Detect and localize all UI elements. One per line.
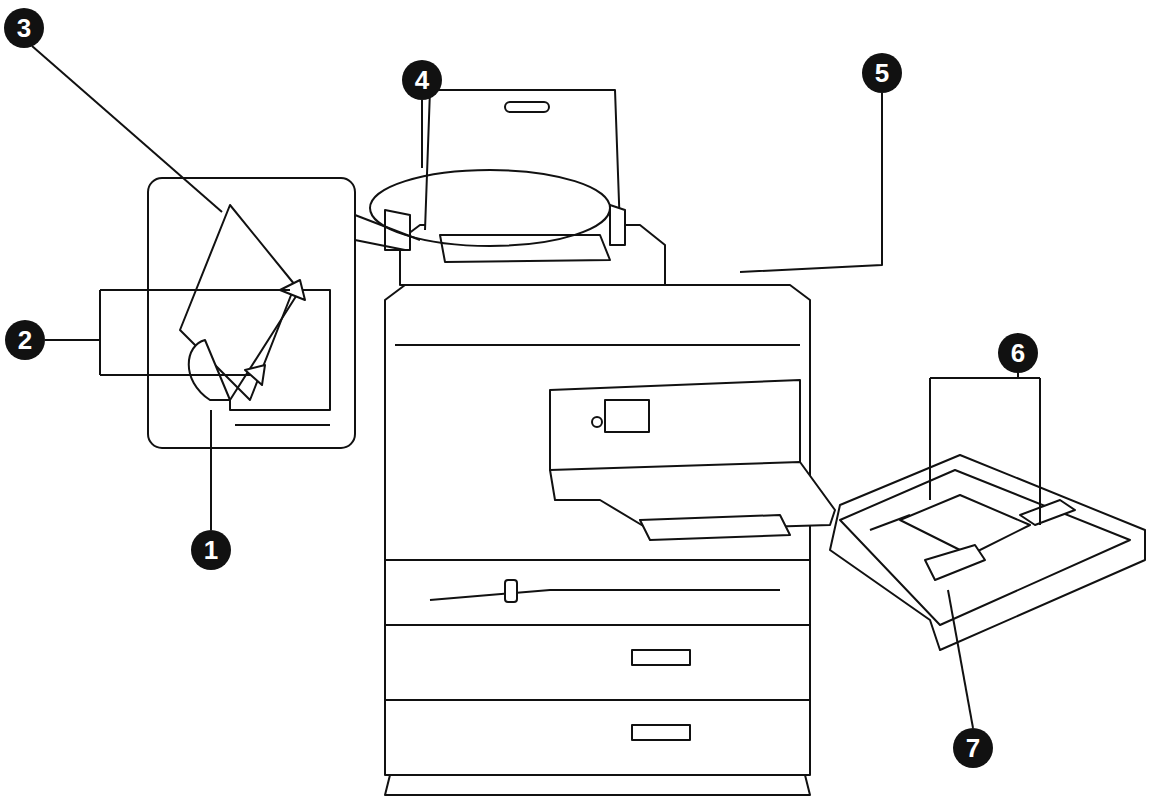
callout-number: 7 <box>953 728 993 768</box>
callout-number: 6 <box>998 333 1038 373</box>
cassette-unit <box>385 625 810 700</box>
cassette-unit <box>385 560 810 625</box>
printer-body <box>385 285 810 560</box>
paper-support <box>425 90 620 230</box>
paper-support <box>180 205 295 400</box>
paper-cassette <box>830 455 1145 650</box>
cassette-unit <box>385 700 810 775</box>
callout-number: 2 <box>5 320 45 360</box>
leader-lines <box>32 46 1040 728</box>
inset-frame <box>148 178 355 448</box>
callout-number: 1 <box>191 530 231 570</box>
control-panel <box>550 380 800 470</box>
callout-number: 4 <box>402 60 442 100</box>
callout-number: 3 <box>4 8 44 48</box>
callout-number: 5 <box>862 53 902 93</box>
